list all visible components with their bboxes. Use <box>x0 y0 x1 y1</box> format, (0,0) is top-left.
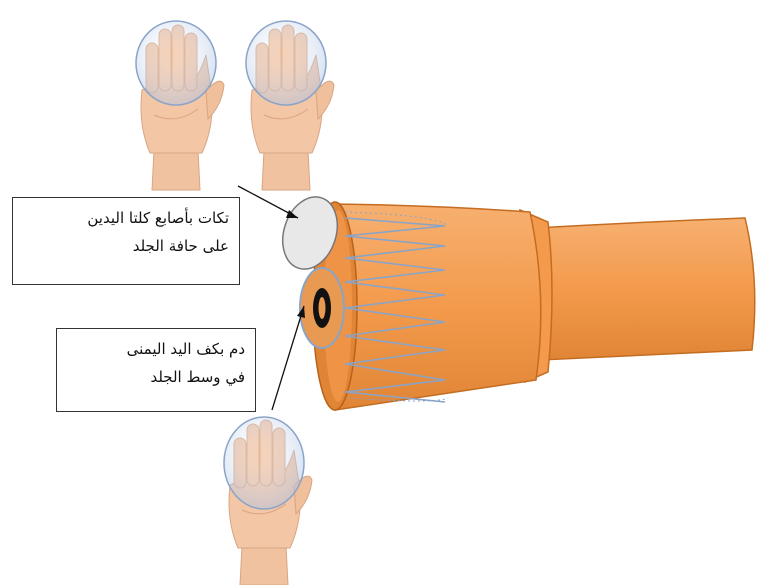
drum-neck <box>535 218 755 360</box>
tap-pointer-arrow <box>238 186 298 218</box>
edge-tap-line2: على حافة الجلد <box>23 232 229 260</box>
center-blood-line1: دم بكف اليد اليمنى <box>67 335 245 363</box>
bottom-hand-icon <box>224 417 312 585</box>
left-hand-icon <box>136 21 224 190</box>
edge-tap-callout: تكات بأصابع كلتا اليدين على حافة الجلد <box>12 197 240 285</box>
right-hand-icon <box>246 21 334 190</box>
edge-tap-line1: تكات بأصابع كلتا اليدين <box>23 204 229 232</box>
center-blood-callout: دم بكف اليد اليمنى في وسط الجلد <box>56 328 256 412</box>
darbuka-drum <box>274 190 755 410</box>
center-blood-line2: في وسط الجلد <box>67 363 245 391</box>
blood-pointer-arrow <box>272 306 305 410</box>
